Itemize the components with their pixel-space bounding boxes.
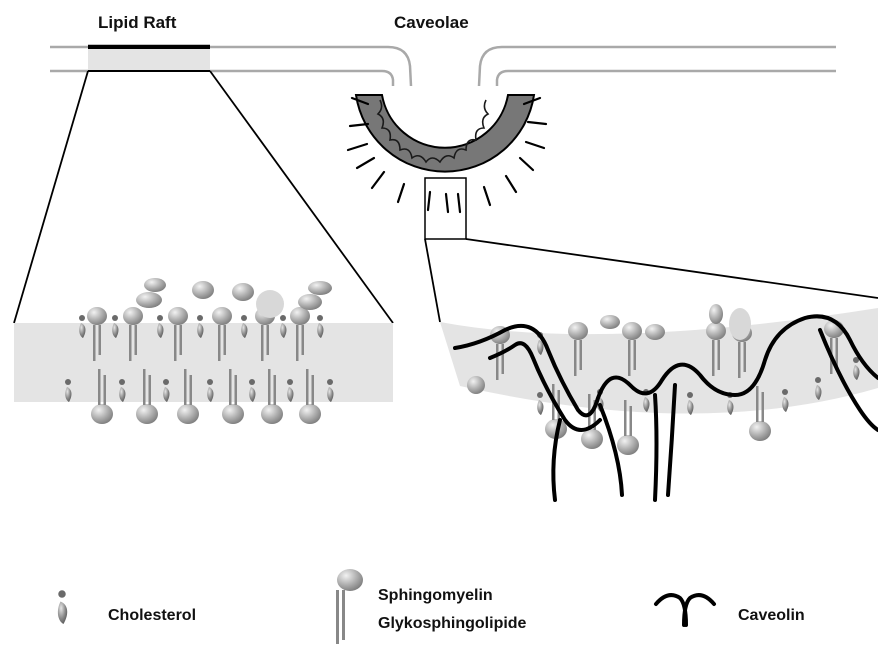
legend-glykosphingolipide: Glykosphingolipide xyxy=(378,615,527,632)
legend: Cholesterol Sphingomyelin Glykosphingoli… xyxy=(58,569,805,644)
label-lipid-raft: Lipid Raft xyxy=(98,13,177,32)
legend-caveolin: Caveolin xyxy=(738,607,805,624)
raft-patch xyxy=(88,49,210,70)
plasma-membrane xyxy=(50,47,836,86)
label-caveolae: Caveolae xyxy=(394,13,469,32)
caveola xyxy=(348,95,546,239)
cholesterol-icon xyxy=(58,590,67,624)
legend-cholesterol: Cholesterol xyxy=(108,607,196,624)
raft-detail xyxy=(14,278,393,424)
caveola-detail xyxy=(440,304,878,500)
caveolin-icon xyxy=(656,595,714,625)
sphingomyelin-icon xyxy=(336,569,363,644)
legend-sphingomyelin: Sphingomyelin xyxy=(378,587,493,604)
